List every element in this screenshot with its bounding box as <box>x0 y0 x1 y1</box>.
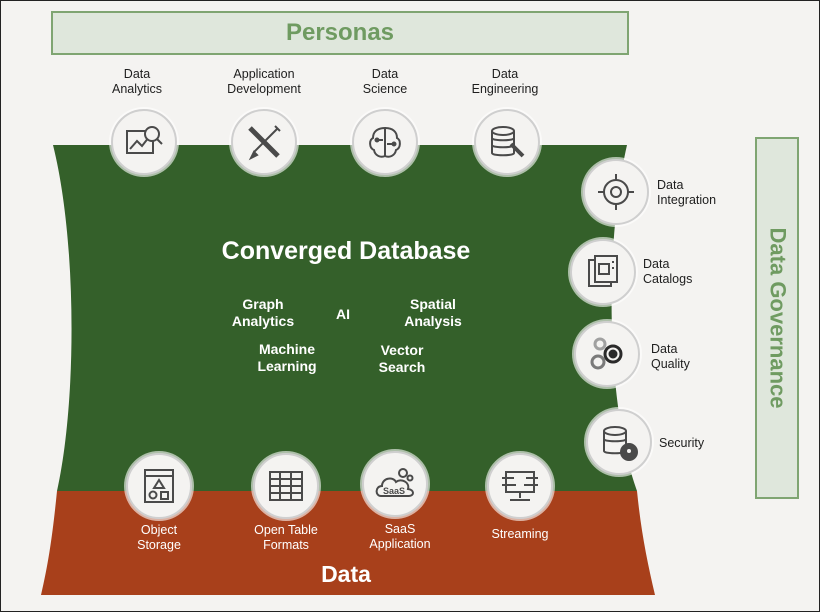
data-governance-title: Data Governance <box>765 227 790 409</box>
saas-application-circle: SaaS <box>362 451 428 517</box>
catalog-icon <box>588 255 618 287</box>
governance-label-security: Security <box>659 436 705 450</box>
converged-database-panel <box>53 145 637 491</box>
data-science-circle <box>352 109 418 175</box>
streaming-circle <box>487 453 553 519</box>
data-governance-banner: Data Governance <box>755 137 799 499</box>
data-catalogs-circle <box>570 239 636 305</box>
personas-title: Personas <box>285 19 395 46</box>
security-circle <box>586 409 652 475</box>
converged-database-title: Converged Database <box>221 237 471 265</box>
capability-ai: AI <box>336 306 350 322</box>
brain-circuit-icon <box>369 126 401 158</box>
source-label-streaming: Streaming <box>491 527 549 541</box>
database-lock-icon <box>603 426 638 461</box>
object-storage-circle <box>126 453 192 519</box>
gears-icon <box>590 337 623 370</box>
integration-gear-icon <box>598 174 634 210</box>
data-analytics-circle <box>111 109 177 175</box>
streaming-icon <box>502 471 538 501</box>
saas-cloud-icon: SaaS <box>375 468 414 497</box>
personas-banner: Personas <box>51 11 629 55</box>
data-quality-circle <box>574 321 640 387</box>
saas-icon-text: SaaS <box>383 486 405 496</box>
table-icon <box>269 471 303 501</box>
open-table-formats-circle <box>253 453 319 519</box>
data-panel <box>41 491 655 595</box>
data-layer-title: Data <box>321 561 371 587</box>
application-development-circle <box>231 109 297 175</box>
database-wrench-icon <box>491 126 525 158</box>
analytics-magnifier-icon <box>126 126 163 154</box>
data-engineering-circle <box>474 109 540 175</box>
object-storage-icon <box>144 469 174 503</box>
data-integration-circle <box>583 159 649 225</box>
pencil-ruler-icon <box>248 125 281 161</box>
